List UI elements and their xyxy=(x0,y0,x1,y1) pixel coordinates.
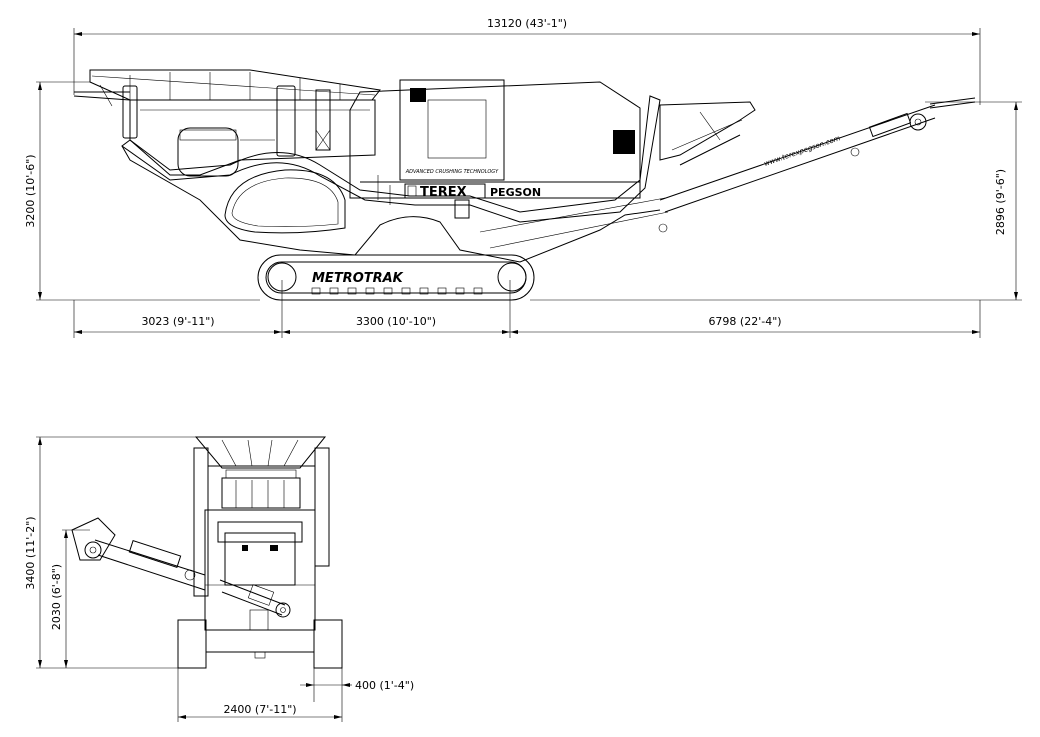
end-overall-width-dimension: 2400 (7'-11") xyxy=(177,668,343,722)
track-length-label: 3300 (10'-10") xyxy=(356,315,436,328)
conveyor-height-label: 2896 (9'-6") xyxy=(994,169,1007,235)
conveyor-height-dimension: 2896 (9'-6") xyxy=(530,101,1022,301)
engine-housing: ADVANCED CRUSHING TECHNOLOGY TEREX PEGSO… xyxy=(349,79,641,200)
end-tracks xyxy=(177,619,343,669)
end-conveyor-height-dimension: 2030 (6'-8") xyxy=(50,529,90,668)
end-main-body xyxy=(204,509,316,631)
end-height-label: 3400 (11'-2") xyxy=(24,516,37,589)
feed-hopper xyxy=(73,69,381,107)
track-name-text: METROTRAK xyxy=(312,271,404,286)
tagline-text: ADVANCED CRUSHING TECHNOLOGY xyxy=(405,169,499,175)
height-dimension: 3200 (10'-6") xyxy=(24,81,260,301)
end-height-dimension: 3400 (11'-2") xyxy=(24,436,200,669)
end-overall-width-label: 2400 (7'-11") xyxy=(223,703,296,716)
end-hopper xyxy=(194,436,327,469)
main-chassis xyxy=(121,95,661,263)
segment-dimensions: 3023 (9'-11") 3300 (10'-10") 6798 (22'-4… xyxy=(73,280,981,338)
website-text: www.terexpegson.com xyxy=(763,134,841,168)
end-track-width-dimension: 400 (1'-4") xyxy=(300,668,414,702)
track-rollers xyxy=(311,287,483,295)
side-view: 13120 (43'-1") 3200 (10'-6") 2896 (9'-6"… xyxy=(24,17,1022,338)
end-discharge-conveyor xyxy=(219,579,291,618)
overall-length-dimension: 13120 (43'-1") xyxy=(73,17,981,105)
access-panel xyxy=(613,130,635,154)
track-assembly: METROTRAK xyxy=(257,254,535,301)
height-label: 3200 (10'-6") xyxy=(24,154,37,227)
side-conveyor: www.terexpegson.com xyxy=(479,97,976,249)
end-track-width-label: 400 (1'-4") xyxy=(355,679,414,692)
model-text: PEGSON xyxy=(490,186,541,199)
end-conveyor-height-label: 2030 (6'-8") xyxy=(50,564,63,630)
rear-section-label: 3023 (9'-11") xyxy=(141,315,214,328)
end-view: 3400 (11'-2") 2030 (6'-8") xyxy=(24,436,414,722)
overall-length-label: 13120 (43'-1") xyxy=(487,17,567,30)
feeder-body xyxy=(122,85,376,177)
maker-text: TEREX xyxy=(420,185,467,200)
end-side-conveyor xyxy=(71,517,206,591)
conveyor-section-label: 6798 (22'-4") xyxy=(708,315,781,328)
logo-plate xyxy=(410,88,426,102)
